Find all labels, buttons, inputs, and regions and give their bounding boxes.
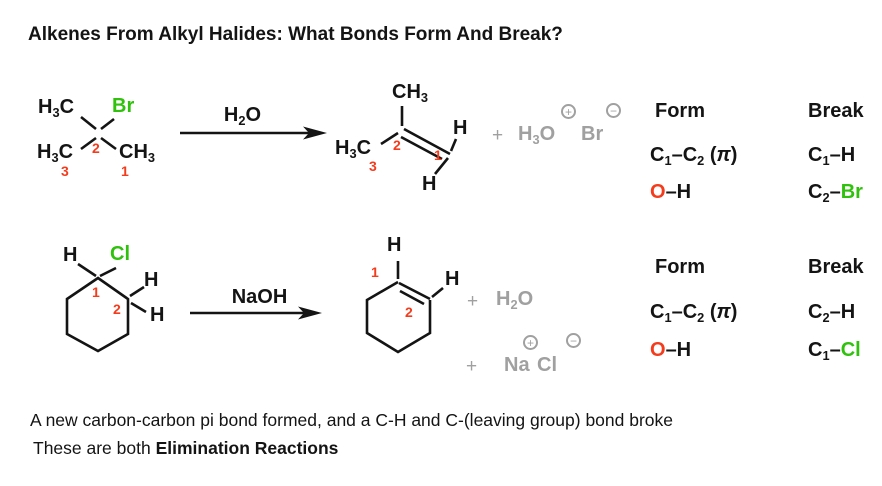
- arrow-reagent-naoh: NaOH: [231, 286, 288, 308]
- carbon-number-2: 2: [113, 301, 121, 317]
- arrow-reagent-h2o: H2O: [223, 104, 262, 128]
- sodium-label: Na: [504, 354, 530, 376]
- carbon-number-1: 1: [92, 284, 100, 300]
- tert-butyl-bromide-bond-lines: [80, 115, 117, 151]
- carbon-number-3: 3: [61, 163, 69, 179]
- carbon-number-1: 1: [121, 163, 129, 179]
- carbon-number-1: 1: [434, 147, 442, 163]
- break-bond-c2-h: C2–H: [808, 301, 856, 325]
- form-bond-c1c2-pi: C1–C2 (π): [650, 144, 738, 168]
- form-bond-o-h: O–H: [650, 339, 692, 361]
- form-header-1: Form: [655, 100, 705, 122]
- carbon-number-2: 2: [92, 140, 100, 156]
- summary-line-2-prefix: These are both: [33, 438, 156, 458]
- minus-charge-icon: −: [566, 333, 581, 348]
- break-bond-c1-h: C1–H: [808, 144, 856, 168]
- atom-label-h3c-left: H3C: [335, 137, 372, 161]
- molecule-tert-butyl-bromide: H3C Br H3C CH3 2 3 1: [28, 93, 183, 193]
- break-header-1: Break: [808, 100, 864, 122]
- plus-sign: +: [467, 291, 479, 312]
- form-header-2: Form: [655, 256, 705, 278]
- atom-label-bromine: Br: [112, 95, 135, 117]
- atom-label-h-right: H: [445, 268, 460, 290]
- plus-sign: +: [492, 125, 504, 146]
- atom-label-h-right-top: H: [144, 269, 159, 291]
- water-label: H2O: [496, 288, 534, 312]
- chloride-label: Cl: [537, 354, 557, 376]
- figure-title: Alkenes From Alkyl Halides: What Bonds F…: [28, 24, 563, 45]
- hydronium-label: H3O: [518, 123, 556, 147]
- minus-charge-icon: −: [606, 103, 621, 118]
- break-header-2: Break: [808, 256, 864, 278]
- atom-label-ch3-top-left: H3C: [38, 96, 75, 120]
- summary-line-2: These are both Elimination Reactions: [33, 438, 338, 459]
- summary-line-2-bold: Elimination Reactions: [155, 438, 339, 458]
- chlorocyclohexane-bond-lines: [65, 262, 147, 353]
- form-bond-c1c2-pi: C1–C2 (π): [650, 301, 738, 325]
- atom-label-h-right: H: [453, 117, 468, 139]
- atom-label-h-top: H: [387, 234, 402, 256]
- plus-charge-icon: +: [561, 104, 576, 119]
- carbon-number-3: 3: [369, 158, 377, 174]
- molecule-chlorocyclohexane: H Cl H H 1 2: [40, 243, 175, 361]
- plus-sign: +: [466, 356, 478, 377]
- molecule-cyclohexene: H H 1 2: [355, 233, 480, 363]
- carbon-number-2: 2: [405, 304, 413, 320]
- reaction-arrow-2: [190, 306, 322, 320]
- carbon-number-1: 1: [371, 264, 379, 280]
- atom-label-ch3-bottom-left: H3C: [37, 141, 74, 165]
- break-bond-c1-cl: C1–Cl: [808, 339, 861, 363]
- summary-line-1: A new carbon-carbon pi bond formed, and …: [30, 410, 674, 430]
- bromide-label: Br: [581, 123, 604, 145]
- reaction-arrow-1: [180, 126, 327, 140]
- atom-label-h-top-left: H: [63, 244, 78, 266]
- atom-label-ch3-bottom-right: CH3: [119, 141, 156, 165]
- form-bond-o-h: O–H: [650, 181, 692, 203]
- break-bond-c2-br: C2–Br: [808, 181, 863, 205]
- atom-label-ch3-top: CH3: [392, 81, 429, 105]
- atom-label-h-right-bottom: H: [150, 304, 165, 326]
- atom-label-chlorine: Cl: [110, 243, 130, 265]
- molecule-2-methylpropene: CH3 H3C H H 2 3 1: [330, 78, 480, 198]
- carbon-number-2: 2: [393, 137, 401, 153]
- atom-label-h-bottom: H: [422, 173, 437, 195]
- 2-methylpropene-bond-lines: [380, 106, 458, 175]
- cyclohexene-bond-lines: [365, 261, 444, 354]
- plus-charge-icon: +: [523, 335, 538, 350]
